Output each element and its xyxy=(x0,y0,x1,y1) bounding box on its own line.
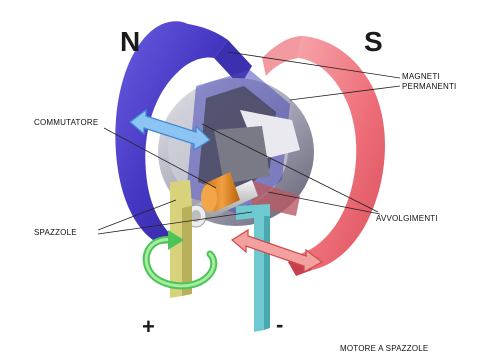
label-commutatore: COMMUTATORE xyxy=(34,118,98,128)
negative-terminal-label: - xyxy=(276,312,284,338)
south-pole-label: S xyxy=(364,26,383,58)
north-pole-label: N xyxy=(120,26,140,58)
label-magneti-line1: MAGNETI xyxy=(402,72,456,82)
label-avvolgimenti: AVVOLGIMENTI xyxy=(376,214,438,224)
positive-terminal-label: + xyxy=(142,314,155,340)
label-spazzole: SPAZZOLE xyxy=(34,228,77,238)
label-magneti-permanenti: MAGNETI PERMANENTI xyxy=(402,72,456,92)
caption-motore-a-spazzole: MOTORE A SPAZZOLE xyxy=(340,344,428,354)
label-magneti-line2: PERMANENTI xyxy=(402,82,456,92)
